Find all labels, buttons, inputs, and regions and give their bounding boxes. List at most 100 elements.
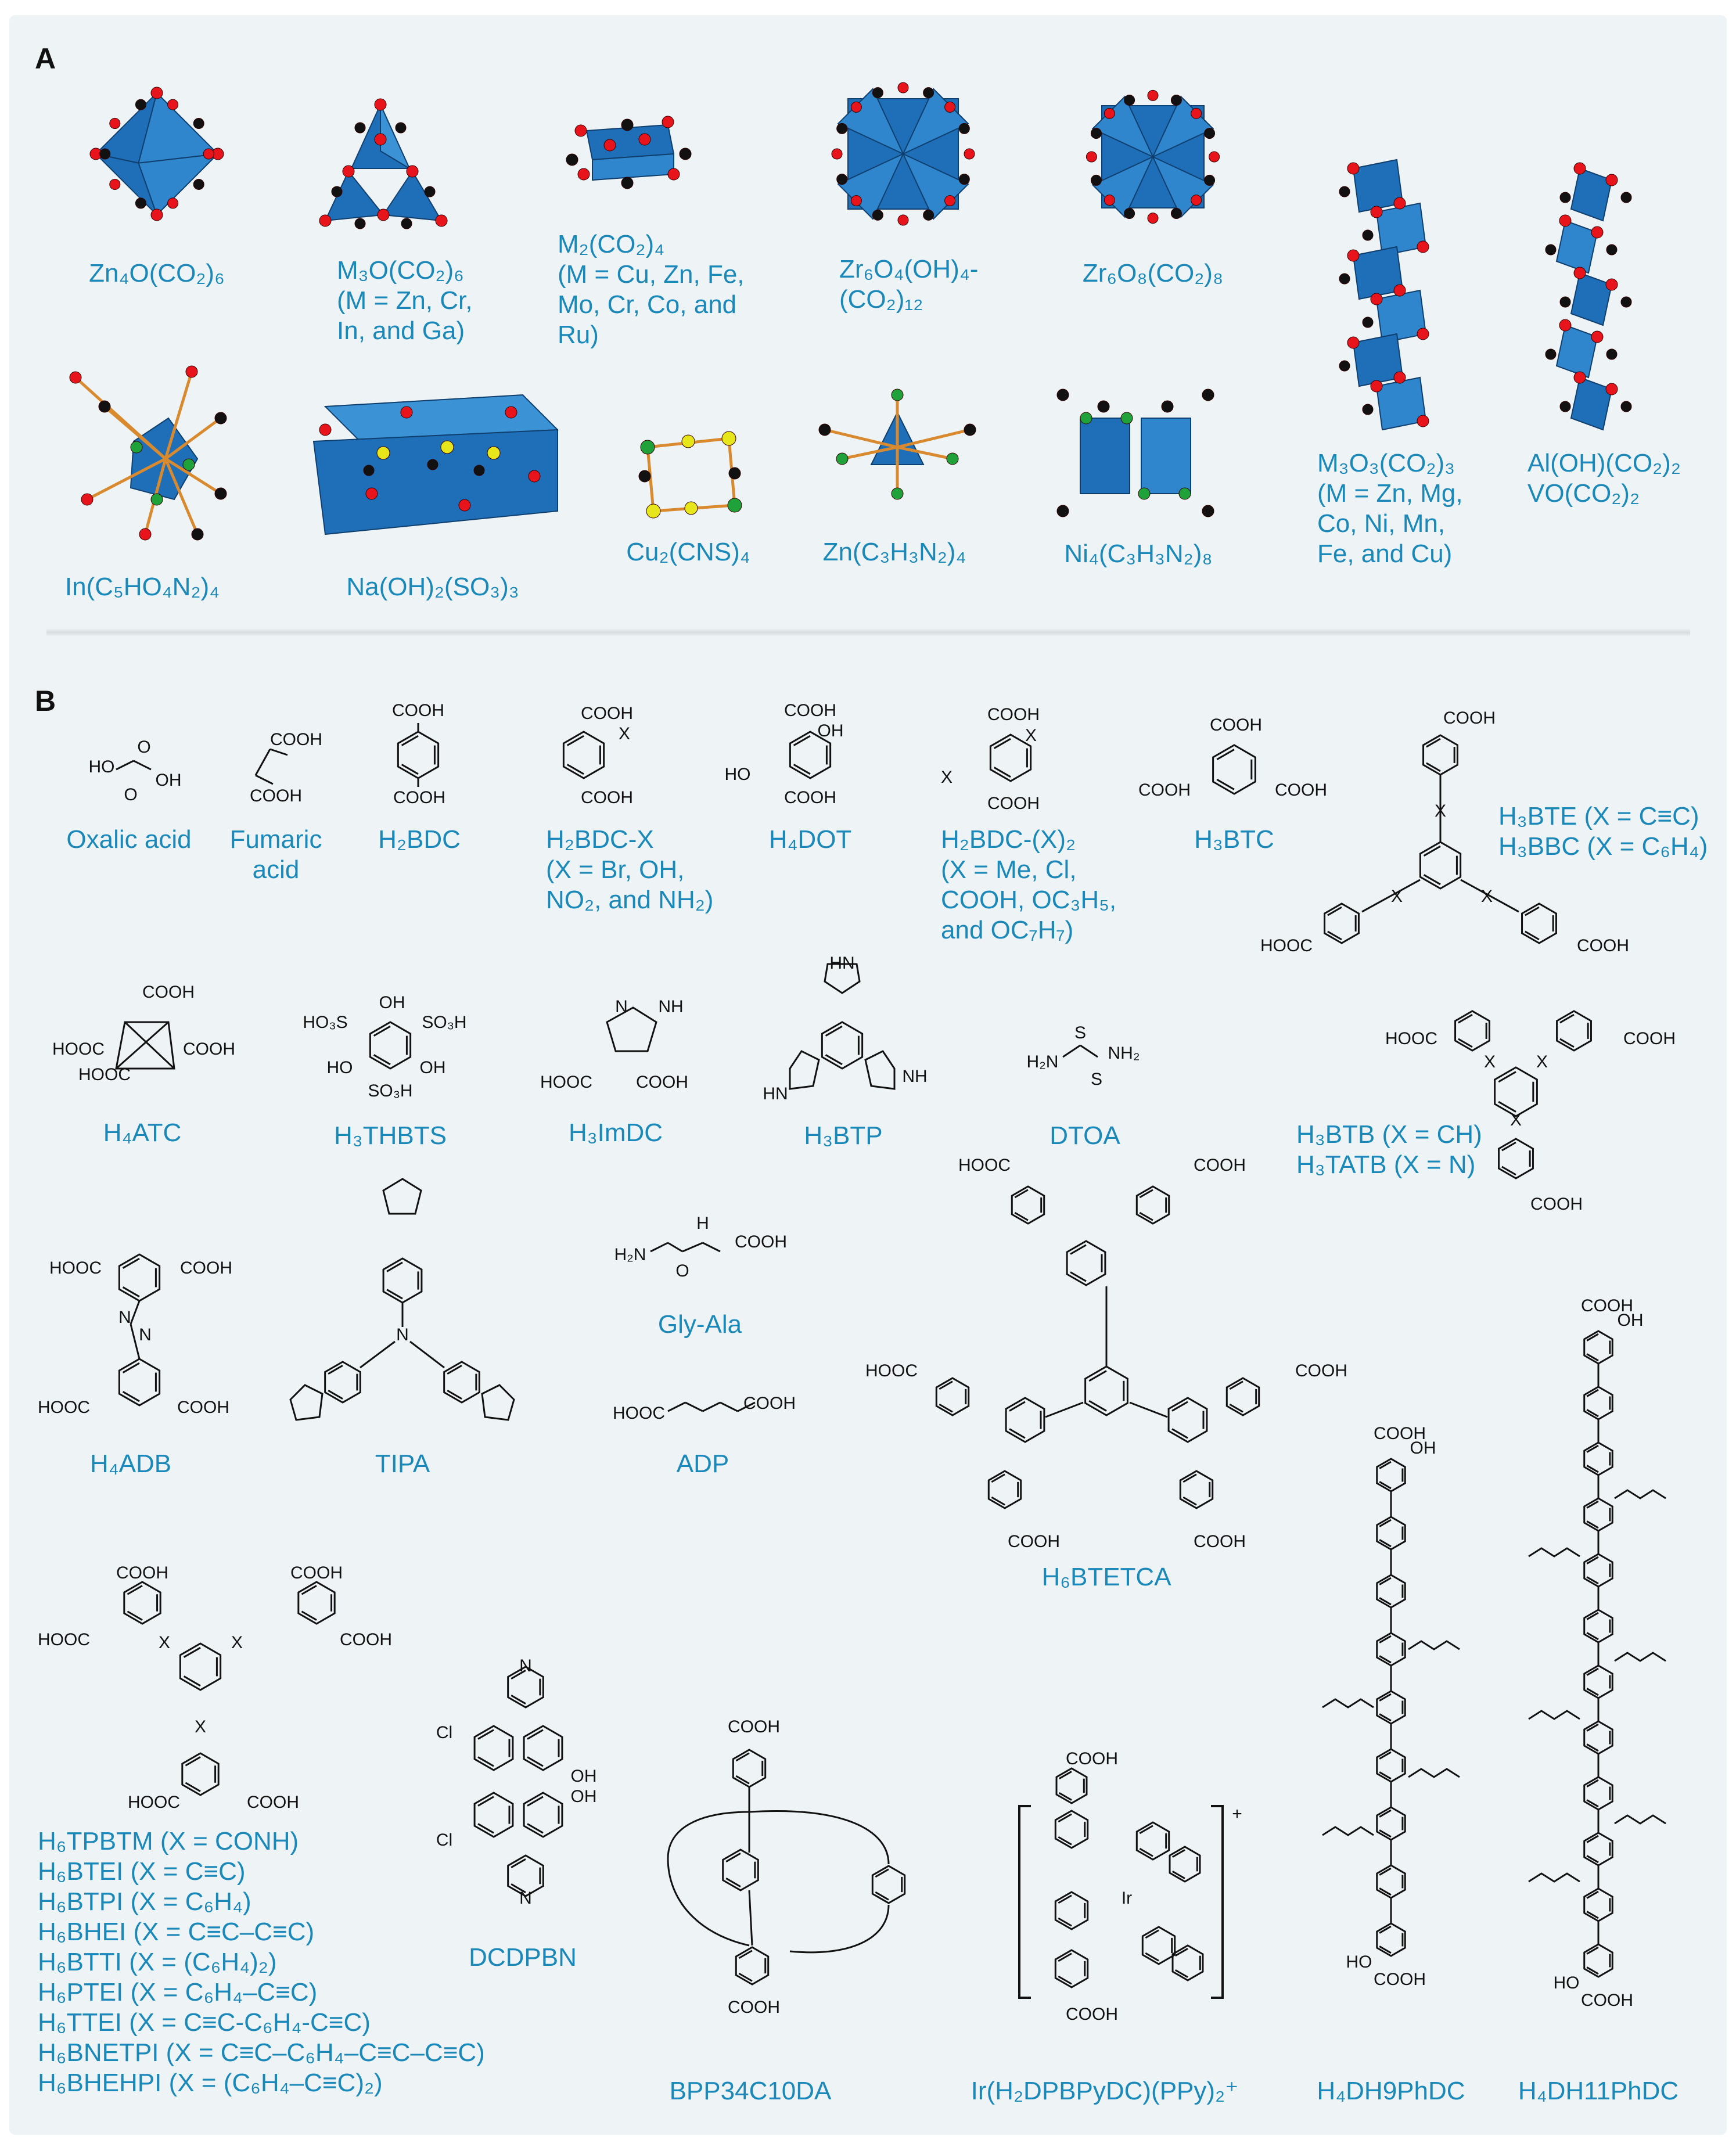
arm-atom bbox=[818, 423, 831, 436]
ring-outline bbox=[1454, 1010, 1490, 1052]
ni4-cluster bbox=[1080, 418, 1191, 494]
ring-double-bond bbox=[1586, 1667, 1599, 1676]
substituent-label: HOOC bbox=[613, 1404, 665, 1423]
oxygen-atom bbox=[1104, 107, 1115, 119]
bond-line bbox=[1045, 1401, 1084, 1418]
atom-label: X bbox=[231, 1633, 243, 1652]
ring-double-bond bbox=[1379, 1597, 1392, 1606]
oxygen-atom bbox=[850, 101, 862, 113]
h2bdcx2-label-line: and OC₇H₇) bbox=[941, 916, 1074, 944]
dh9-ring bbox=[1376, 1574, 1406, 1609]
ring-double-bond bbox=[301, 1585, 317, 1595]
ring-double-bond bbox=[1379, 1655, 1392, 1664]
pyrazole-ring bbox=[824, 963, 861, 994]
benzene-ring bbox=[1212, 744, 1256, 795]
ring-outline bbox=[1376, 1516, 1406, 1551]
ring-double-bond bbox=[1586, 1353, 1599, 1362]
ring-double-bond bbox=[527, 1729, 544, 1740]
bond-line bbox=[748, 1890, 753, 1946]
zr6o4-label-line: Zr₆O₄(OH)₄- bbox=[839, 255, 979, 283]
bpp-label-line: BPP34C10DA bbox=[669, 2077, 832, 2105]
bond bbox=[164, 371, 193, 459]
benzene-ring bbox=[324, 1361, 361, 1404]
ring-double-bond bbox=[1058, 1917, 1072, 1927]
dh9-ring bbox=[1376, 1690, 1406, 1725]
h6tpbtm-label-line: H₆TTEI (X = C≡C-C₆H₄-C≡C) bbox=[38, 2008, 371, 2037]
ring-double-bond bbox=[1070, 1271, 1087, 1282]
ring-outline bbox=[1498, 1138, 1534, 1179]
oxygen-atom bbox=[944, 101, 956, 113]
bond-line bbox=[702, 1242, 721, 1253]
atom-label: NH bbox=[902, 1067, 927, 1086]
ring-double-bond bbox=[1379, 1519, 1392, 1527]
sulfur-atom bbox=[646, 504, 661, 519]
carbon-atom bbox=[1124, 94, 1135, 106]
oxygen-atom bbox=[574, 124, 587, 137]
atom-label: HO bbox=[327, 1058, 353, 1077]
ring-double-bond bbox=[991, 1496, 1005, 1506]
ring-outline bbox=[443, 1361, 480, 1404]
ring-double-bond bbox=[1014, 1211, 1029, 1221]
ring-double-bond bbox=[1139, 1825, 1153, 1835]
carbon-atom bbox=[1202, 505, 1214, 517]
imidazole-ring bbox=[289, 1384, 324, 1421]
oxygen-atom bbox=[406, 165, 419, 178]
ring-outline bbox=[1135, 1821, 1170, 1861]
ring-double-bond bbox=[1458, 1038, 1473, 1048]
m2-label-line: (M = Cu, Zn, Fe, bbox=[558, 260, 745, 289]
zn4o-cluster bbox=[94, 91, 220, 216]
atom-label: X bbox=[619, 724, 630, 743]
ring-double-bond bbox=[511, 1883, 526, 1893]
ring-double-bond bbox=[1586, 1723, 1599, 1732]
hexyl-chain bbox=[1528, 1710, 1580, 1720]
ring-double-bond bbox=[1174, 1948, 1188, 1957]
bond bbox=[164, 416, 222, 461]
substituent-label: HOOC bbox=[38, 1398, 90, 1417]
ir-label-line: Ir(H₂DPBPyDC)(PPy)₂⁺ bbox=[971, 2077, 1239, 2105]
h2bdcx2-label-line: H₂BDC-(X)₂ bbox=[941, 825, 1076, 854]
atom-label: N bbox=[519, 1656, 532, 1675]
ring-outline bbox=[1376, 1806, 1406, 1841]
atom-label: X bbox=[1510, 1110, 1522, 1130]
bond bbox=[897, 445, 953, 461]
ring-double-bond bbox=[1070, 1244, 1087, 1255]
carbon-atom bbox=[354, 218, 366, 229]
atom-label: H₂N bbox=[614, 1245, 646, 1264]
oxygen-atom bbox=[1191, 195, 1202, 206]
benzene-ring bbox=[473, 1792, 514, 1838]
bond-line bbox=[667, 1401, 686, 1412]
substituent-label: COOH bbox=[183, 1040, 235, 1059]
oxygen-atom bbox=[1147, 89, 1159, 101]
ring-double-bond bbox=[447, 1365, 462, 1375]
tetrahedron bbox=[138, 153, 220, 216]
carbon-atom bbox=[728, 467, 741, 480]
h6btetca-label-line: H₆BTETCA bbox=[1041, 1563, 1171, 1591]
dh9-ring bbox=[1376, 1458, 1406, 1493]
ring-double-bond bbox=[1379, 1693, 1392, 1702]
ring-double-bond bbox=[1379, 1829, 1392, 1838]
dh9-ring bbox=[1376, 1922, 1406, 1957]
h4adb-label-line: H₄ADB bbox=[89, 1450, 172, 1478]
arm-atom bbox=[214, 412, 227, 425]
h3bte-label: H₃BTE (X = C≡C)H₃BBC (X = C₆H₄) bbox=[1498, 801, 1708, 862]
carbon-atom bbox=[566, 153, 578, 166]
ring-double-bond bbox=[127, 1585, 143, 1595]
carbon-atom bbox=[135, 99, 146, 110]
substituent-label: HOOC bbox=[1260, 936, 1313, 955]
h4dh11-label-line: H₄DH11PhDC bbox=[1518, 2077, 1679, 2105]
substituent-label: HOOC bbox=[958, 1156, 1011, 1175]
m3o3-label-line: Fe, and Cu) bbox=[1317, 540, 1453, 568]
oxygen-atom bbox=[150, 208, 163, 221]
benzene-ring bbox=[1054, 1810, 1089, 1849]
substituent-label: COOH bbox=[247, 1793, 299, 1812]
ring-outline bbox=[987, 1470, 1022, 1509]
ring-outline bbox=[1583, 1776, 1613, 1811]
h6tpbtm-label: H₆TPBTM (X = CONH)H₆BTEI (X = C≡C)H₆BTPI… bbox=[38, 1826, 485, 2098]
benzene-ring bbox=[1225, 1377, 1260, 1416]
ring-double-bond bbox=[1327, 930, 1342, 941]
atom-label: HN bbox=[829, 954, 854, 973]
atom-label: X bbox=[1391, 887, 1403, 906]
carbon-atom bbox=[1204, 174, 1216, 186]
polyhedron bbox=[1141, 418, 1191, 494]
